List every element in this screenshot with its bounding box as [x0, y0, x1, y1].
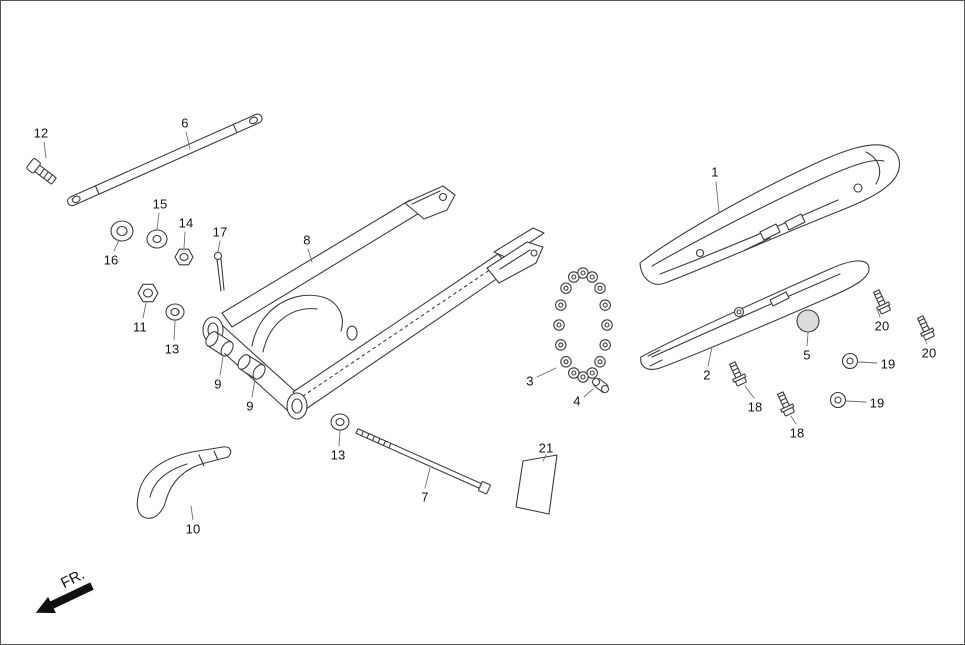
part-number-label: 16	[103, 252, 119, 268]
part-13-washer-b	[330, 413, 350, 431]
part-1-chain-case-upper	[639, 144, 901, 285]
part-4-chain-joint	[591, 377, 610, 394]
part-11-nut	[137, 283, 159, 303]
part-number-label: 13	[164, 341, 180, 357]
part-number-label: 1	[711, 164, 719, 180]
part-number-label: 10	[185, 521, 201, 537]
part-9-collar-a	[205, 331, 234, 357]
part-17-cotter-pin	[213, 251, 225, 292]
part-number-label: 18	[747, 399, 763, 415]
part-16-seal	[110, 220, 134, 242]
part-number-label: 20	[874, 318, 890, 334]
part-6-torque-rod	[67, 113, 263, 207]
part-7-pivot-bolt	[355, 428, 491, 495]
part-18-bolt-b	[773, 389, 797, 418]
part-15-washer	[146, 229, 168, 249]
part-19-washer-b	[829, 391, 847, 409]
part-20-bolt-a	[869, 287, 893, 316]
part-number-label: 9	[214, 376, 222, 392]
part-number-label: 3	[526, 373, 534, 389]
part-number-label: 4	[573, 393, 581, 409]
part-number-label: 19	[869, 395, 885, 411]
part-number-label: 8	[303, 232, 311, 248]
leader-lines	[43, 131, 928, 521]
part-number-label: 12	[33, 125, 49, 141]
part-number-label: 14	[178, 215, 194, 231]
part-number-label: 2	[703, 367, 711, 383]
part-21-sticker	[515, 454, 558, 515]
part-number-label: 19	[880, 356, 896, 372]
part-number-label: 17	[212, 224, 228, 240]
part-number-label: 9	[246, 398, 254, 414]
part-13-washer-a	[165, 303, 185, 321]
part-18-bolt-a	[725, 359, 749, 388]
part-5-cap	[796, 309, 820, 333]
part-2-chain-case-lower	[640, 260, 870, 370]
part-14-nut	[174, 248, 194, 266]
part-9-collar-b	[237, 354, 266, 380]
part-number-label: 21	[538, 440, 554, 456]
fr-arrow-icon	[35, 582, 94, 614]
part-number-label: 7	[421, 489, 429, 505]
part-12-bolt	[26, 158, 57, 185]
part-number-label: 13	[330, 447, 346, 463]
part-number-label: 18	[789, 425, 805, 441]
part-number-label: 11	[133, 319, 147, 335]
part-3-drive-chain	[553, 267, 613, 383]
part-number-label: 15	[152, 196, 168, 212]
part-number-label: 5	[803, 347, 811, 363]
part-8-swingarm	[202, 185, 545, 420]
part-19-washer-a	[841, 352, 859, 370]
part-20-bolt-b	[913, 313, 937, 342]
part-10-chain-slider	[136, 446, 232, 519]
part-number-label: 6	[181, 115, 189, 131]
part-number-label: 20	[921, 345, 937, 361]
